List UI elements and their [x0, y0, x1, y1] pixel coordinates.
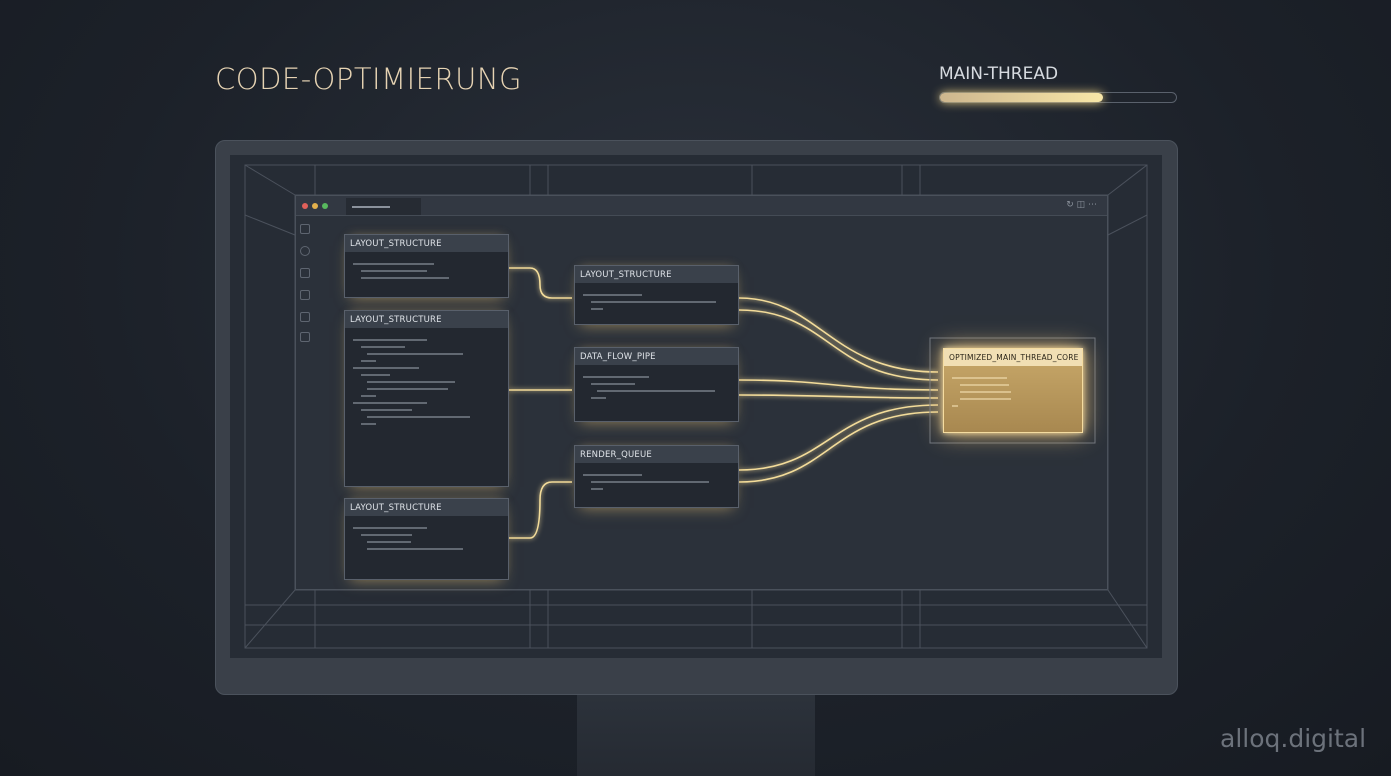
- branch-icon[interactable]: [300, 268, 310, 278]
- code-block-layout-3: LAYOUT_STRUCTURE: [344, 498, 509, 580]
- close-button[interactable]: [302, 203, 308, 209]
- window-actions-icon[interactable]: ↻ ◫ ⋯: [1066, 200, 1097, 210]
- code-block-layout-2: LAYOUT_STRUCTURE: [344, 310, 509, 487]
- block-title: DATA_FLOW_PIPE: [575, 348, 738, 365]
- files-icon[interactable]: [300, 224, 310, 234]
- folder-icon[interactable]: [300, 332, 310, 342]
- page-title: CODE-OPTIMIERUNG: [215, 62, 523, 96]
- block-title: OPTIMIZED_MAIN_THREAD_CORE: [944, 349, 1082, 366]
- optimized-core-block: OPTIMIZED_MAIN_THREAD_CORE: [943, 348, 1083, 433]
- block-title: LAYOUT_STRUCTURE: [345, 235, 508, 252]
- code-block-layout-mid: LAYOUT_STRUCTURE: [574, 265, 739, 325]
- search-icon[interactable]: [300, 246, 310, 256]
- code-block-layout-1: LAYOUT_STRUCTURE: [344, 234, 509, 298]
- editor-tab[interactable]: [346, 198, 421, 215]
- block-title: LAYOUT_STRUCTURE: [575, 266, 738, 283]
- minimize-button[interactable]: [312, 203, 318, 209]
- watermark: alloq.digital: [1220, 724, 1367, 753]
- code-block-render-queue: RENDER_QUEUE: [574, 445, 739, 508]
- code-block-data-flow-pipe: DATA_FLOW_PIPE: [574, 347, 739, 422]
- block-title: RENDER_QUEUE: [575, 446, 738, 463]
- maximize-button[interactable]: [322, 203, 328, 209]
- main-thread-progress-fill: [940, 93, 1103, 102]
- monitor-stand: [577, 695, 815, 776]
- block-title: LAYOUT_STRUCTURE: [345, 499, 508, 516]
- main-thread-label: MAIN-THREAD: [939, 64, 1059, 84]
- block-title: LAYOUT_STRUCTURE: [345, 311, 508, 328]
- debug-icon[interactable]: [300, 290, 310, 300]
- window-titlebar: ↻ ◫ ⋯: [296, 196, 1107, 216]
- main-thread-progress-bar: [939, 92, 1177, 103]
- extensions-icon[interactable]: [300, 312, 310, 322]
